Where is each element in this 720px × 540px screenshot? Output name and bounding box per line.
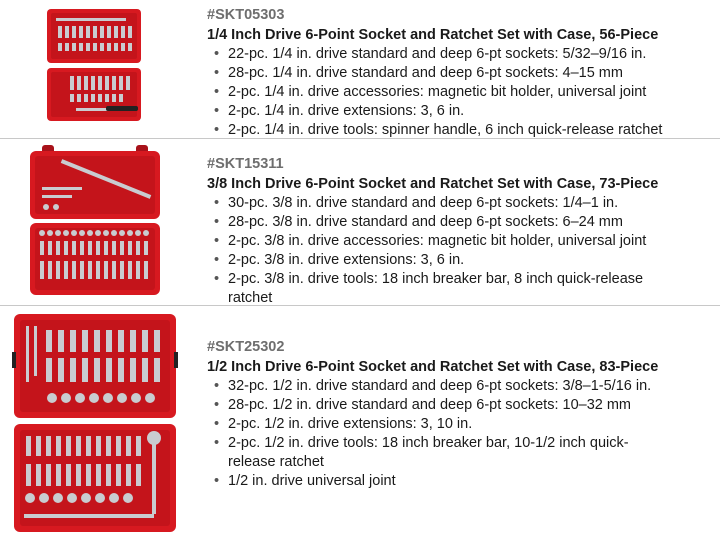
red-socket-case-image	[30, 145, 160, 295]
feature-list: 22-pc. 1/4 in. drive standard and deep 6…	[207, 45, 688, 140]
product-text-3: #SKT25302 1/2 Inch Drive 6-Point Socket …	[207, 338, 688, 491]
product-image-1	[46, 8, 142, 122]
section-divider	[0, 305, 720, 306]
feature-item: 28-pc. 1/2 in. drive standard and deep 6…	[207, 396, 688, 415]
product-image-2	[28, 145, 162, 299]
feature-item: 30-pc. 3/8 in. drive standard and deep 6…	[207, 194, 688, 213]
feature-item: 32-pc. 1/2 in. drive standard and deep 6…	[207, 377, 688, 396]
feature-item: 2-pc. 3/8 in. drive tools: 18 inch break…	[207, 270, 688, 308]
product-text-1: #SKT05303 1/4 Inch Drive 6-Point Socket …	[207, 6, 688, 140]
feature-item: 2-pc. 1/4 in. drive accessories: magneti…	[207, 83, 688, 102]
feature-list: 32-pc. 1/2 in. drive standard and deep 6…	[207, 377, 688, 491]
feature-item: 28-pc. 1/4 in. drive standard and deep 6…	[207, 64, 688, 83]
feature-item: 28-pc. 3/8 in. drive standard and deep 6…	[207, 213, 688, 232]
product-row-2: #SKT15311 3/8 Inch Drive 6-Point Socket …	[0, 139, 720, 308]
product-title: 1/4 Inch Drive 6-Point Socket and Ratche…	[207, 27, 659, 43]
product-title: 3/8 Inch Drive 6-Point Socket and Ratche…	[207, 176, 659, 192]
feature-item: 2-pc. 1/2 in. drive extensions: 3, 10 in…	[207, 415, 688, 434]
product-text-2: #SKT15311 3/8 Inch Drive 6-Point Socket …	[207, 155, 688, 308]
feature-item: 22-pc. 1/4 in. drive standard and deep 6…	[207, 45, 688, 64]
feature-item: 2-pc. 1/4 in. drive extensions: 3, 6 in.	[207, 102, 688, 121]
product-title: 1/2 Inch Drive 6-Point Socket and Ratche…	[207, 359, 659, 375]
product-row-3: #SKT25302 1/2 Inch Drive 6-Point Socket …	[0, 306, 720, 540]
feature-item: 2-pc. 1/2 in. drive tools: 18 inch break…	[207, 434, 668, 472]
feature-item: 2-pc. 3/8 in. drive extensions: 3, 6 in.	[207, 251, 688, 270]
sku-label: #SKT05303	[207, 7, 285, 23]
sku-label: #SKT15311	[207, 156, 284, 172]
red-socket-case-image	[47, 9, 141, 121]
product-image-3	[12, 312, 178, 534]
feature-list: 30-pc. 3/8 in. drive standard and deep 6…	[207, 194, 688, 308]
feature-item: 2-pc. 1/4 in. drive tools: spinner handl…	[207, 121, 688, 140]
section-divider	[0, 138, 720, 139]
product-row-1: #SKT05303 1/4 Inch Drive 6-Point Socket …	[0, 0, 720, 140]
feature-item: 2-pc. 3/8 in. drive accessories: magneti…	[207, 232, 688, 251]
sku-label: #SKT25302	[207, 339, 285, 355]
red-socket-case-image	[12, 314, 178, 532]
feature-item: 1/2 in. drive universal joint	[207, 472, 688, 491]
